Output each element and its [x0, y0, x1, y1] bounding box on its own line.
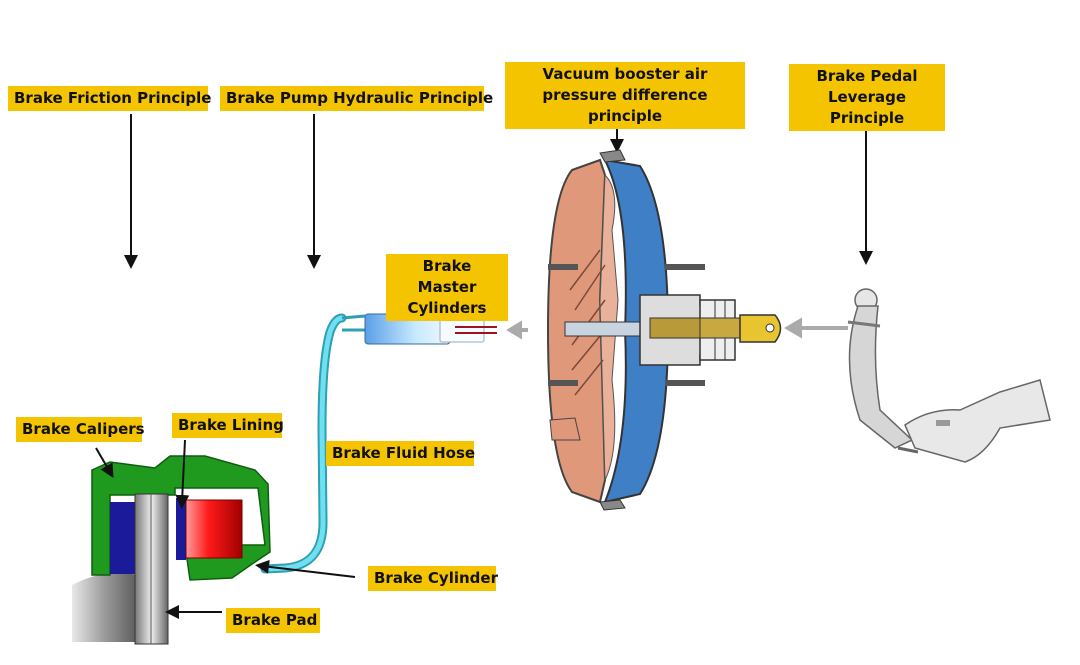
- cylinder-pointer: [255, 559, 356, 578]
- flow-arrow-right: [784, 317, 812, 339]
- label-brake-fluid-hose: Brake Fluid Hose: [326, 441, 475, 466]
- label-brake-lining: Brake Lining: [172, 413, 284, 438]
- label-brake-calipers: Brake Calipers: [16, 417, 145, 442]
- driver-foot: [904, 379, 1051, 463]
- label-brake-friction-principle: Brake Friction Principle: [8, 86, 211, 111]
- lining-left: [110, 502, 135, 574]
- brake-pad-shape: [72, 572, 138, 642]
- label-brake-pump-hydraulic-principle: Brake Pump Hydraulic Principle: [220, 86, 493, 111]
- lining-right: [176, 498, 186, 560]
- flow-arrow-left: [506, 320, 528, 340]
- label-vacuum-booster-principle: Vacuum booster air pressure difference p…: [505, 62, 745, 129]
- calipers-pointer: [95, 447, 114, 479]
- label-brake-cylinder: Brake Cylinder: [368, 566, 498, 591]
- label-brake-pad: Brake Pad: [226, 608, 320, 633]
- fluid-hose: [262, 315, 345, 572]
- master-cylinder: [364, 313, 497, 345]
- vacuum-booster: [546, 149, 782, 511]
- label-brake-pedal-leverage-principle: Brake Pedal Leverage Principle: [789, 64, 945, 131]
- label-brake-master-cylinders: Brake Master Cylinders: [386, 254, 508, 321]
- caliper-assembly: [72, 455, 271, 645]
- brake-piston: [185, 499, 243, 559]
- lining-pointer: [175, 439, 190, 509]
